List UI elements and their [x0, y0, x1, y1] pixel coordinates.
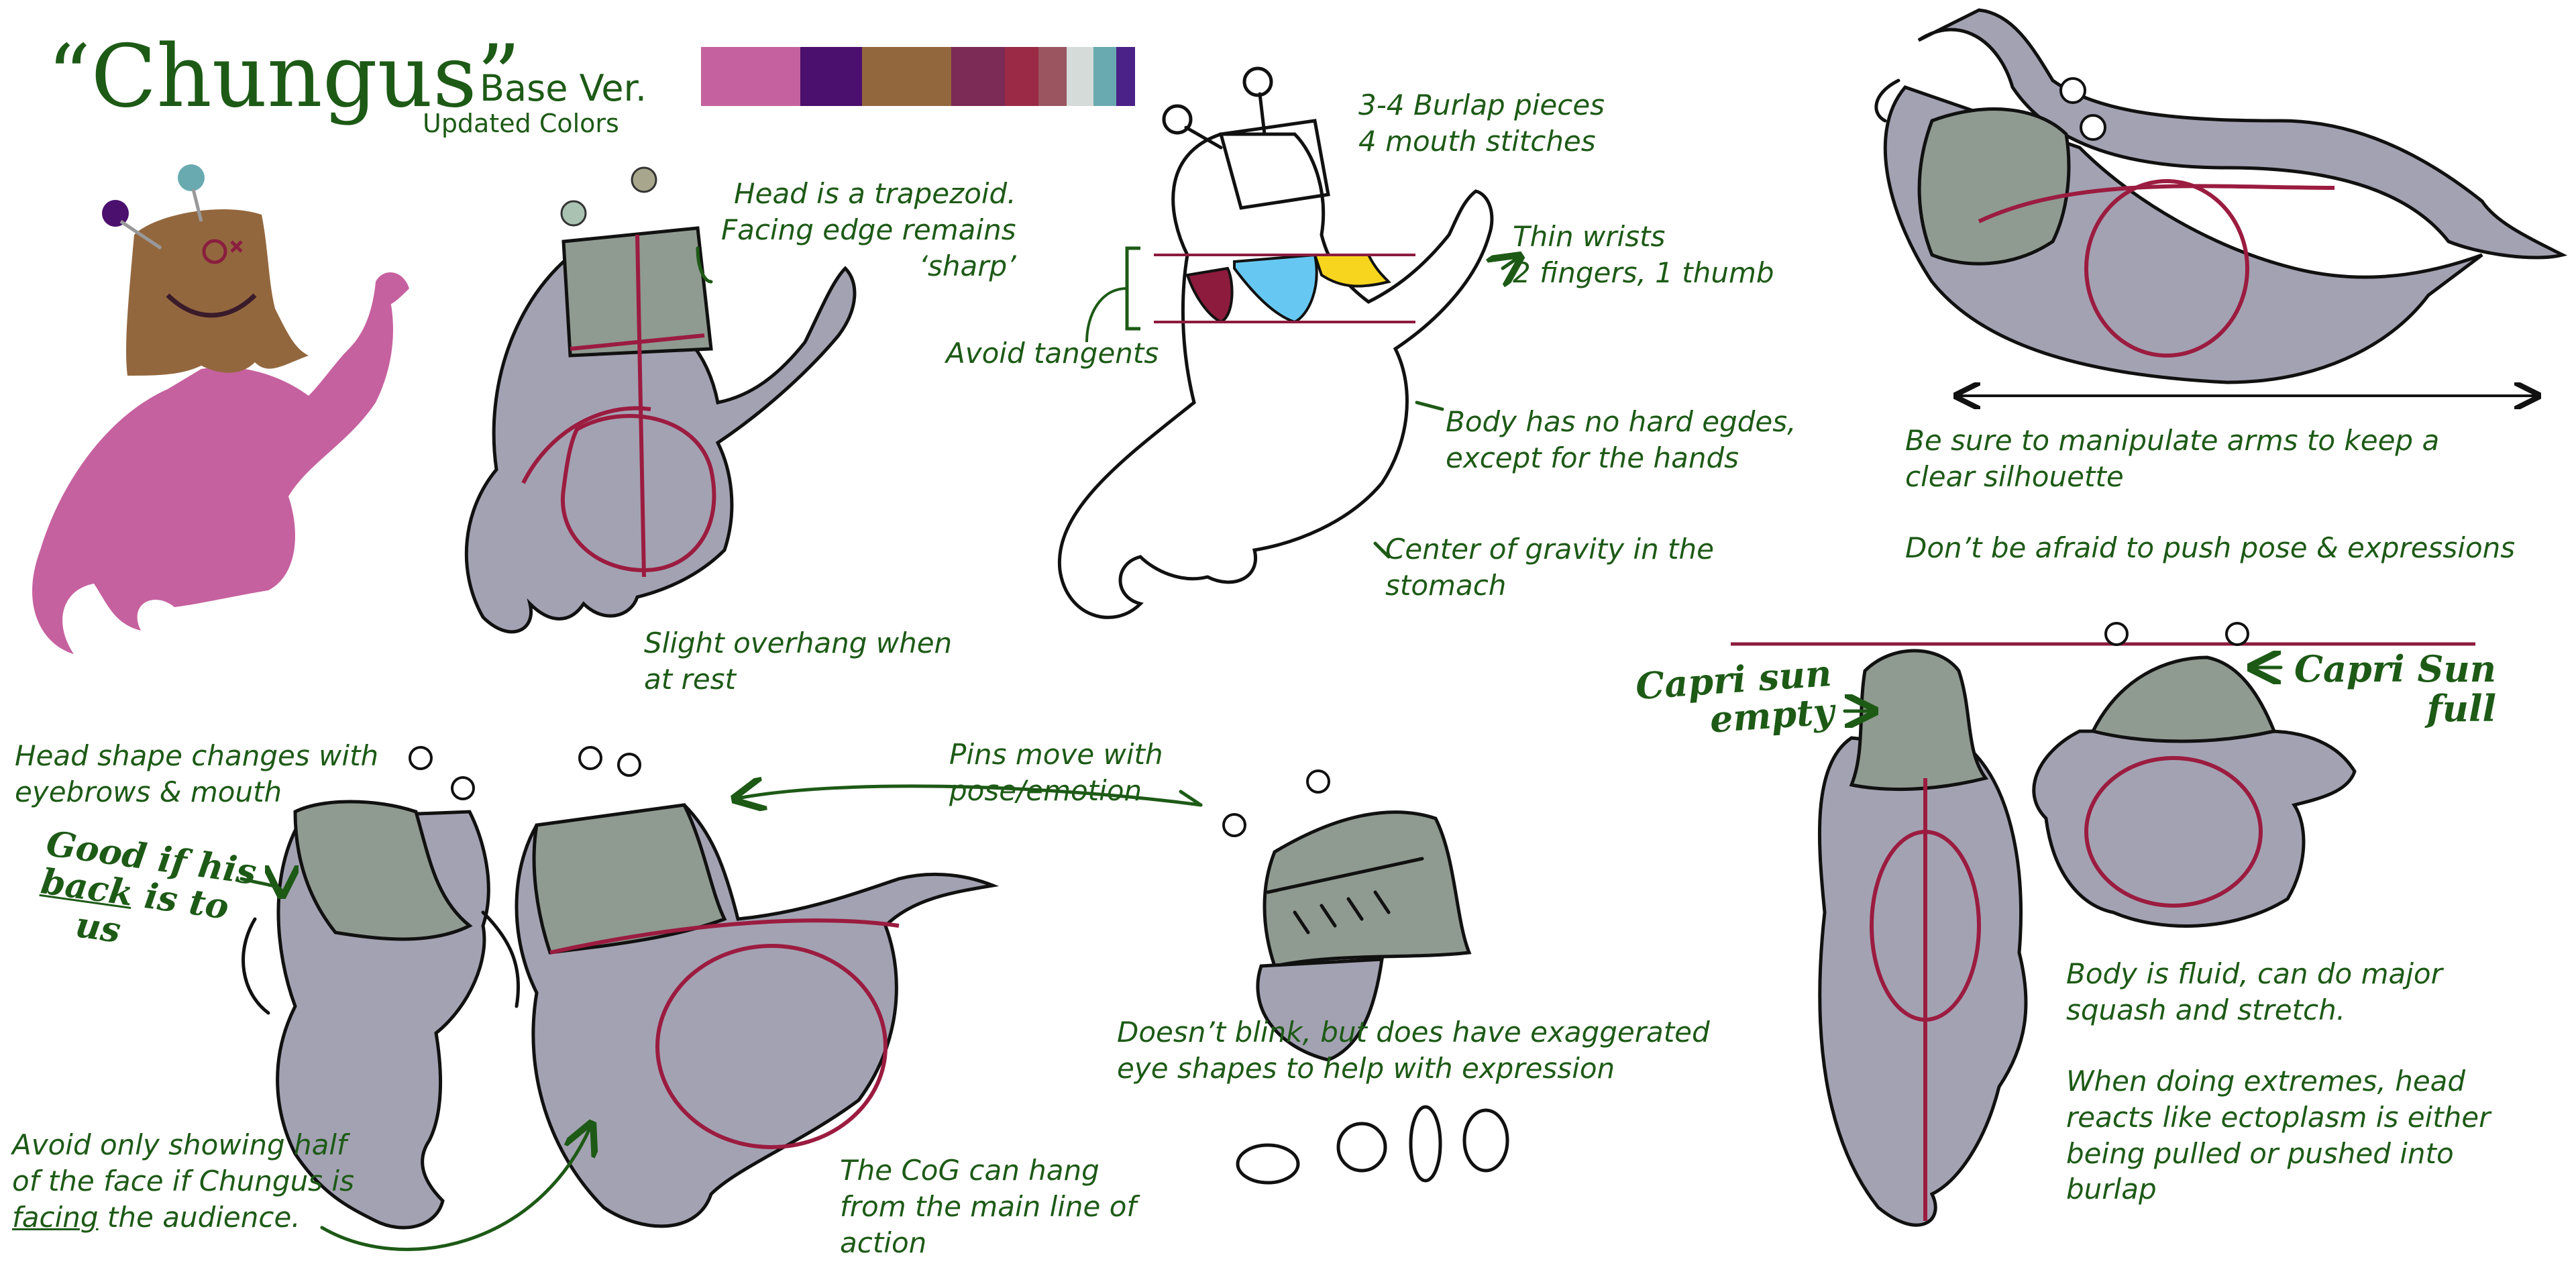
caprisun-figures [1731, 622, 2475, 1227]
note-blink: Doesn’t blink, but does have exaggerated… [1117, 1016, 1710, 1085]
subtitle-label: Updated Colors [423, 109, 619, 138]
note-overhang: Slight overhang when at rest [644, 627, 953, 696]
note-push-pose: Don’t be afraid to push pose & expressio… [1905, 531, 2516, 564]
note-fluid: Body is fluid, can do major squash and s… [2066, 957, 2443, 1026]
note-head-trapezoid: Head is a trapezoid. Facing edge remains… [721, 177, 1016, 282]
palette-swatch [1005, 47, 1038, 106]
palette-swatch [701, 47, 800, 106]
half-face-text-3: the audience. [98, 1200, 301, 1234]
note-tangents: Avoid tangents [946, 337, 1159, 370]
construction-figure [464, 166, 857, 634]
turnaround-figures [241, 746, 1000, 1230]
note-caprisun-empty: Capri sun empty [1634, 651, 1836, 741]
palette-swatch [800, 47, 862, 106]
palette-swatch [951, 47, 1005, 106]
note-caprisun-full: Capri Sun full [2294, 647, 2497, 731]
palette-swatch [862, 47, 951, 106]
sheet-title: “Chungus” [47, 27, 521, 127]
color-figure [32, 164, 409, 654]
annotation-arrows [239, 246, 2283, 1251]
palette-swatch [1116, 47, 1135, 106]
note-head-changes: Head shape changes with eyebrows & mouth [15, 739, 379, 808]
note-wrists: Thin wrists 2 fingers, 1 thumb [1513, 220, 1774, 289]
lineart-figure [1057, 66, 1494, 619]
note-extremes: When doing extremes, head reacts like ec… [2066, 1065, 2491, 1206]
note-burlap: 3-4 Burlap pieces 4 mouth stitches [1358, 89, 1605, 158]
flying-figure [1874, 8, 2568, 396]
note-pins: Pins move with pose/emotion [949, 738, 1163, 807]
half-face-text-2: facing [12, 1200, 99, 1234]
expression-head [1222, 769, 1509, 1185]
note-silhouette: Be sure to manipulate arms to keep a cle… [1905, 424, 2440, 493]
palette-swatch [1067, 47, 1093, 106]
palette-swatch [1093, 47, 1116, 106]
note-hard-edges: Body has no hard egdes, except for the h… [1446, 405, 1796, 474]
half-face-text-1: Avoid only showing half of the face if C… [12, 1128, 354, 1197]
note-cog: The CoG can hang from the main line of a… [840, 1154, 1137, 1259]
palette-swatch [1038, 47, 1067, 106]
note-half-face: Avoid only showing half of the face if C… [12, 1127, 354, 1235]
version-label: Base Ver. [480, 67, 647, 109]
note-gravity: Center of gravity in the stomach [1385, 533, 1714, 602]
